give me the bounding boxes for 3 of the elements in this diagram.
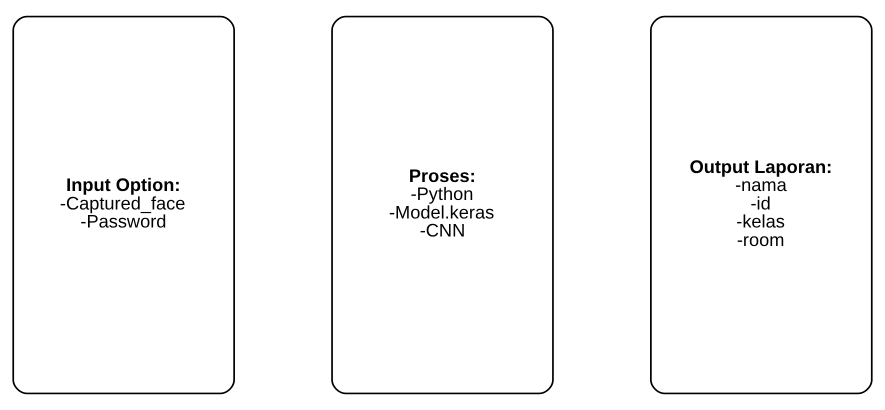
node-box: Output Laporan: -nama -id -kelas -room [650,16,873,394]
node-box: Proses: -Python -Model.keras -CNN [331,16,554,394]
node-box: Input Option: -Captured_face -Password [12,16,235,394]
